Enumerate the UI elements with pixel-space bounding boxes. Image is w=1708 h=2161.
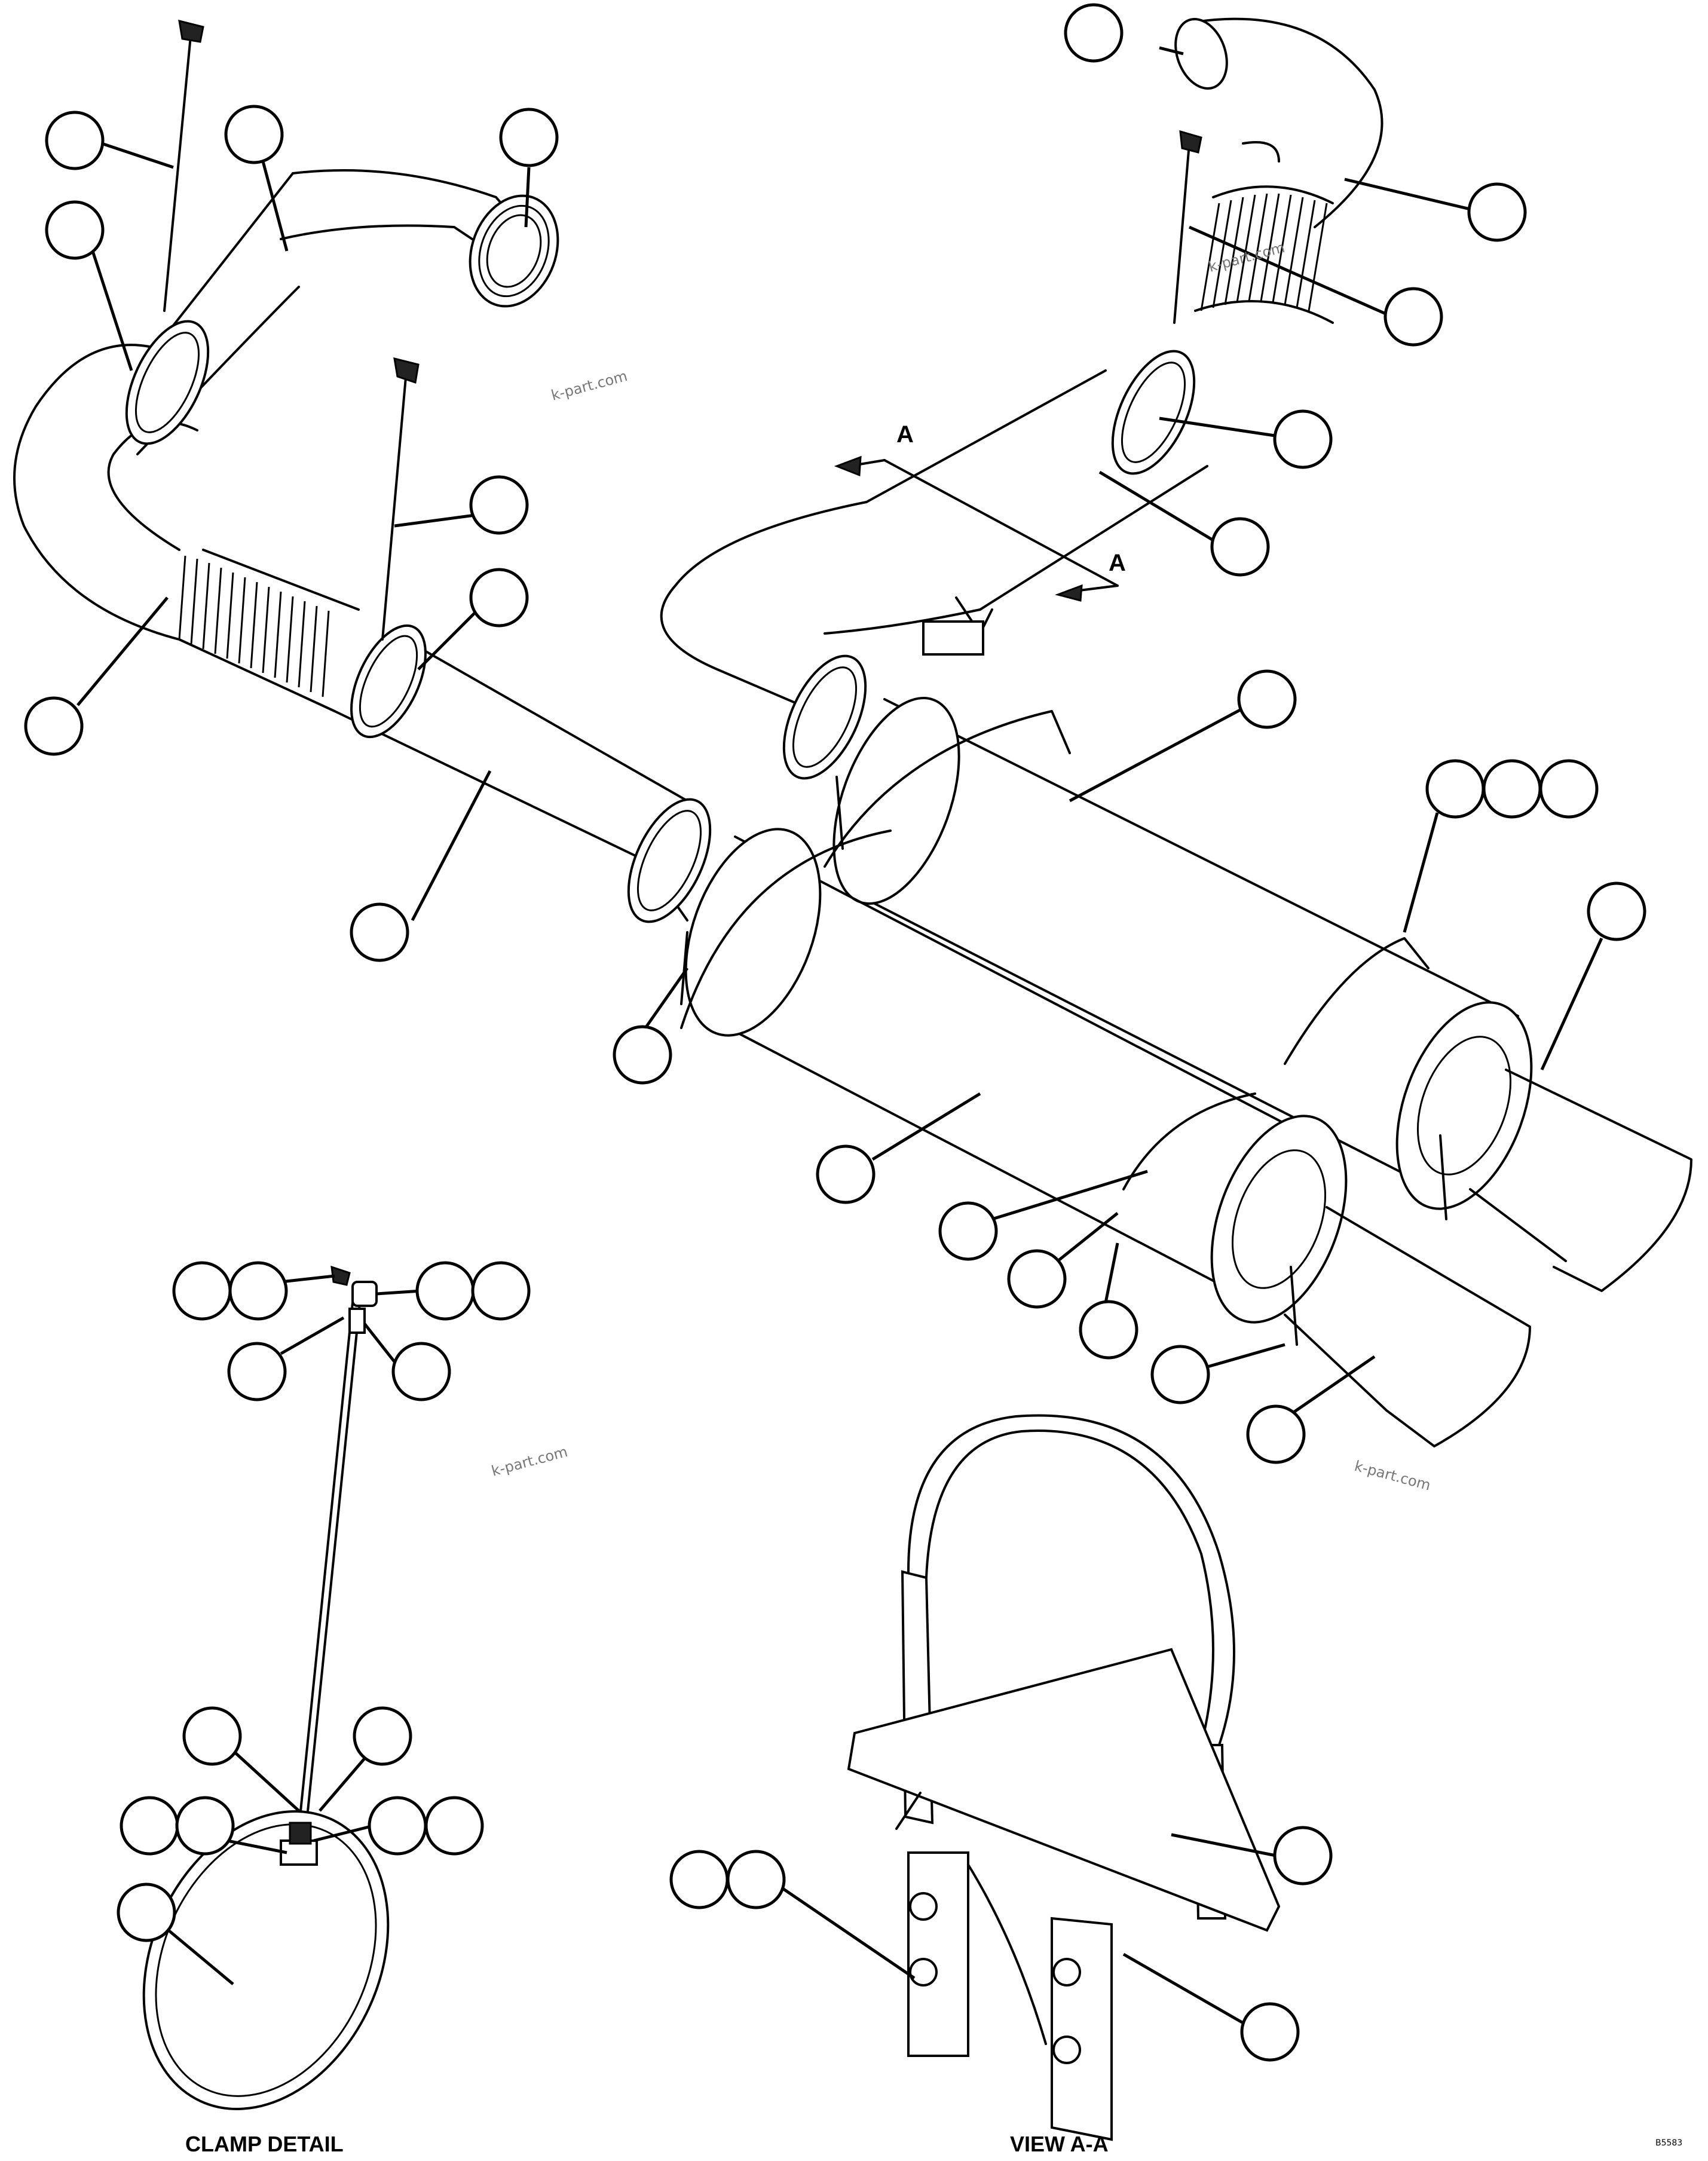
callout-balloon <box>1007 1249 1067 1309</box>
callout-balloon <box>1425 759 1485 819</box>
callout-balloon <box>1467 182 1527 242</box>
view-aa-caption: VIEW A-A <box>1010 2132 1109 2156</box>
callout-balloon <box>726 1850 786 1909</box>
section-marker-bottom: A <box>1109 550 1126 576</box>
callout-balloon <box>182 1706 242 1766</box>
callout-balloon <box>120 1796 179 1856</box>
callout-balloon <box>938 1201 998 1261</box>
callout-balloon <box>175 1796 235 1856</box>
callout-balloon <box>469 568 529 628</box>
callout-balloon <box>227 1342 287 1401</box>
callout-balloon <box>1273 1826 1333 1885</box>
callout-balloon <box>1064 3 1124 63</box>
callout-balloon <box>1246 1404 1306 1464</box>
callout-balloon <box>353 1706 412 1766</box>
drawing-code: B5583 <box>1655 2138 1682 2148</box>
callout-balloon <box>228 1261 288 1321</box>
callout-balloon <box>391 1342 451 1401</box>
callout-balloon <box>1273 409 1333 469</box>
clamp-detail-caption: CLAMP DETAIL <box>185 2132 344 2156</box>
lower-muffler <box>680 776 1531 1447</box>
callout-balloon <box>350 902 409 962</box>
callout-balloon <box>368 1796 427 1856</box>
watermark: k-part.com <box>549 368 629 404</box>
callout-balloon <box>1079 1300 1138 1360</box>
callout-balloon <box>1240 2002 1300 2062</box>
callout-balloon <box>499 108 559 167</box>
callout-balloon <box>613 1025 672 1085</box>
section-a-indicator: A A <box>834 421 1126 602</box>
right-exhaust-pipe-run <box>660 17 1383 780</box>
callout-balloon <box>45 111 105 170</box>
callout-balloon <box>224 105 284 164</box>
callout-balloon <box>1237 669 1297 729</box>
callout-balloon <box>424 1796 484 1856</box>
watermark: k-part.com <box>1352 1458 1432 1494</box>
callout-balloon <box>172 1261 232 1321</box>
callout-balloon <box>1150 1345 1210 1404</box>
callout-balloon <box>45 200 105 260</box>
left-bellows <box>178 549 360 712</box>
callout-balloon <box>415 1261 475 1321</box>
clamp-detail-view <box>142 1265 390 2110</box>
callout-balloon <box>24 696 84 756</box>
right-bellows <box>1194 185 1334 324</box>
callout-balloon <box>816 1144 876 1204</box>
callout-balloon <box>669 1850 729 1909</box>
watermark: k-part.com <box>489 1443 569 1480</box>
upper-muffler <box>824 697 1692 1292</box>
left-exhaust-pipe-run <box>13 169 712 923</box>
callout-balloon <box>1482 759 1542 819</box>
section-marker-top: A <box>896 421 914 448</box>
callout-balloon <box>1210 517 1270 577</box>
callout-balloon <box>471 1261 531 1321</box>
callout-balloon <box>1587 881 1646 941</box>
callout-balloon <box>1383 287 1443 347</box>
callout-balloon <box>469 475 529 535</box>
temperature-probes <box>163 19 1202 641</box>
view-aa-bracket <box>847 1414 1281 2141</box>
callout-balloon <box>1539 759 1599 819</box>
callout-balloon <box>117 1883 176 1942</box>
callout-balloons <box>24 3 1646 2062</box>
